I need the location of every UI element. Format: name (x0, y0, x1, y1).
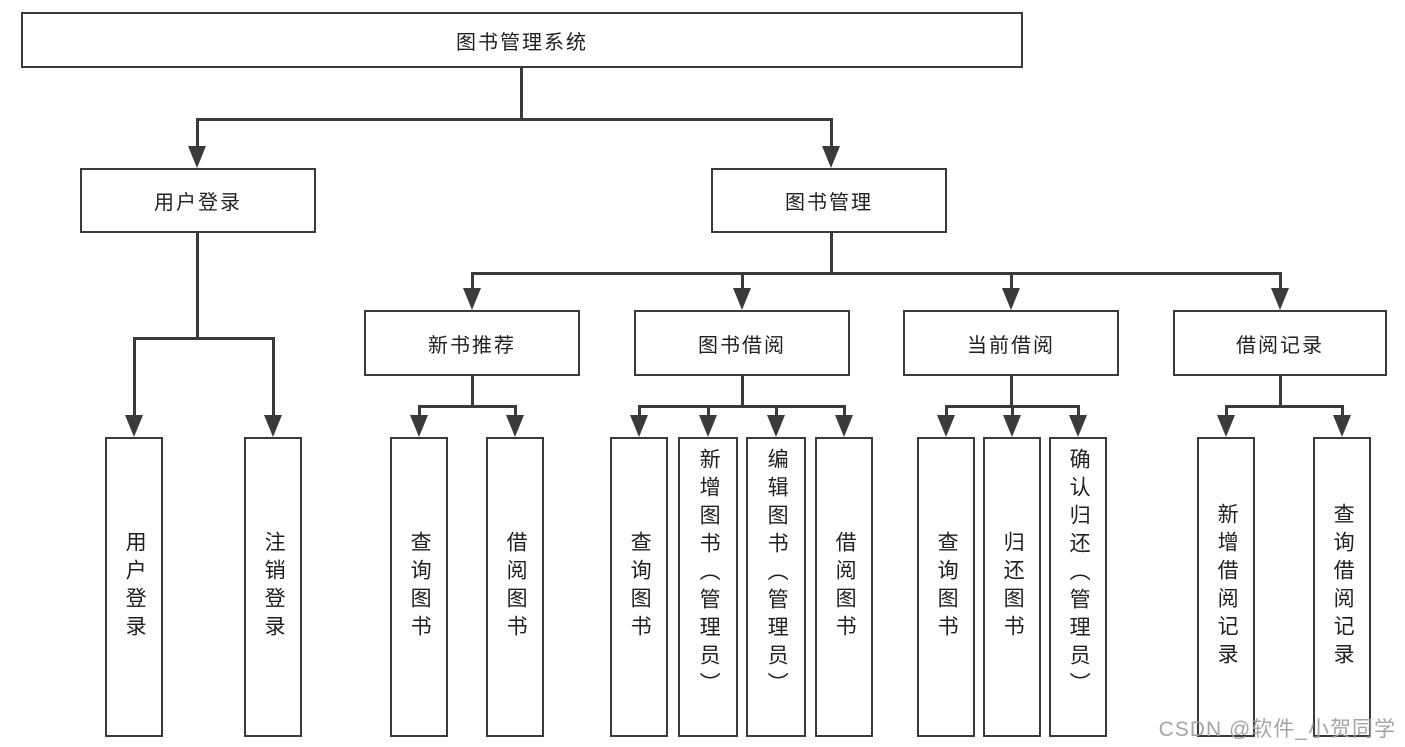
arrowhead-current-borrow (1002, 288, 1020, 310)
connector-to-book-borrow (741, 273, 744, 292)
connector-new-book-stub (471, 376, 474, 407)
arrowhead-leaf (410, 415, 428, 437)
connector-root-branch (196, 118, 833, 121)
node-user-login: 用户登录 (80, 168, 316, 233)
node-label: 新增借阅记录 (1215, 503, 1239, 671)
node-label: 图书管理系统 (456, 31, 588, 54)
arrowhead-book-borrow (733, 288, 751, 310)
node-label: 归还图书 (1001, 531, 1025, 643)
node-label: 借阅图书 (504, 531, 528, 643)
connector-leaf (1225, 406, 1228, 420)
connector-root-stub (520, 68, 523, 120)
node-label: 借阅图书 (833, 531, 857, 643)
node-label: 图书借阅 (698, 334, 786, 357)
arrowhead-leaf (506, 415, 524, 437)
leaf-query-borrow-record: 查询借阅记录 (1313, 437, 1371, 737)
connector-user-login-stub (196, 233, 199, 339)
connector-leaf (418, 406, 421, 420)
leaf-query-books-borrow: 查询图书 (610, 437, 668, 737)
leaf-borrow-books-recommend: 借阅图书 (486, 437, 544, 737)
connector-book-borrow-branch (638, 405, 846, 408)
connector-to-book-mgmt (830, 119, 833, 149)
connector-leaf (707, 406, 710, 420)
node-label: 查询图书 (935, 531, 959, 643)
connector-leaf (1011, 406, 1014, 420)
connector-user-login-branch (133, 337, 275, 340)
node-label: 注销登录 (262, 531, 286, 643)
connector-new-book-branch (418, 405, 517, 408)
connector-leaf (1341, 406, 1344, 420)
node-label: 查询图书 (408, 531, 432, 643)
connector-leaf (1077, 406, 1080, 420)
leaf-borrow-books-2: 借阅图书 (815, 437, 873, 737)
leaf-query-books-recommend: 查询图书 (390, 437, 448, 737)
leaf-logout: 注销登录 (244, 437, 302, 737)
node-label: 当前借阅 (967, 334, 1055, 357)
node-label: 编辑图书（管理员） (765, 448, 789, 700)
leaf-add-book-admin: 新增图书（管理员） (678, 437, 738, 737)
connector-book-mgmt-stub (830, 233, 833, 274)
node-label: 新增图书（管理员） (697, 448, 721, 700)
arrowhead-borrow-records (1271, 288, 1289, 310)
connector-leaf (775, 406, 778, 420)
connector-to-leaf-user-login (133, 338, 136, 420)
arrowhead-leaf (699, 415, 717, 437)
connector-leaf (843, 406, 846, 420)
connector-leaf (638, 406, 641, 420)
arrowhead-leaf (1217, 415, 1235, 437)
node-borrow-records: 借阅记录 (1173, 310, 1387, 376)
node-new-book-recommend: 新书推荐 (364, 310, 580, 376)
node-label: 用户登录 (154, 192, 242, 214)
node-library-system: 图书管理系统 (21, 12, 1023, 68)
arrowhead-leaf (937, 415, 955, 437)
leaf-user-login: 用户登录 (105, 437, 163, 737)
leaf-return-books: 归还图书 (983, 437, 1041, 737)
connector-to-leaf-logout (272, 338, 275, 420)
arrowhead-leaf (630, 415, 648, 437)
node-book-borrow: 图书借阅 (634, 310, 850, 376)
arrowhead-leaf-logout (264, 415, 282, 437)
node-label: 查询图书 (628, 531, 652, 643)
arrowhead-user-login (188, 146, 206, 168)
node-label: 确认归还（管理员） (1067, 448, 1091, 700)
arrowhead-new-book (463, 288, 481, 310)
arrowhead-book-mgmt (822, 146, 840, 168)
connector-to-new-book (471, 273, 474, 292)
node-label: 图书管理 (785, 192, 873, 214)
connector-to-current-borrow (1010, 273, 1013, 292)
node-current-borrow: 当前借阅 (903, 310, 1119, 376)
node-label: 借阅记录 (1236, 334, 1324, 357)
node-label: 查询借阅记录 (1331, 503, 1355, 671)
leaf-add-borrow-record: 新增借阅记录 (1197, 437, 1255, 737)
node-label: 新书推荐 (428, 334, 516, 357)
connector-book-borrow-stub (741, 376, 744, 407)
connector-leaf (514, 406, 517, 420)
leaf-confirm-return-admin: 确认归还（管理员） (1049, 437, 1107, 737)
arrowhead-leaf-user-login (125, 415, 143, 437)
arrowhead-leaf (767, 415, 785, 437)
arrowhead-leaf (1003, 415, 1021, 437)
leaf-query-books-current: 查询图书 (917, 437, 975, 737)
arrowhead-leaf (835, 415, 853, 437)
leaf-edit-book-admin: 编辑图书（管理员） (746, 437, 806, 737)
connector-borrow-records-branch (1225, 405, 1344, 408)
node-label: 用户登录 (123, 531, 147, 643)
csdn-watermark: CSDN @软件_小贺同学 (1158, 718, 1396, 741)
node-book-management: 图书管理 (711, 168, 947, 233)
arrowhead-leaf (1333, 415, 1351, 437)
connector-leaf (945, 406, 948, 420)
connector-to-user-login (196, 119, 199, 149)
connector-to-borrow-records (1279, 273, 1282, 292)
connector-book-mgmt-branch (471, 272, 1282, 275)
connector-borrow-records-stub (1279, 376, 1282, 407)
connector-current-borrow-stub (1010, 376, 1013, 407)
arrowhead-leaf (1069, 415, 1087, 437)
